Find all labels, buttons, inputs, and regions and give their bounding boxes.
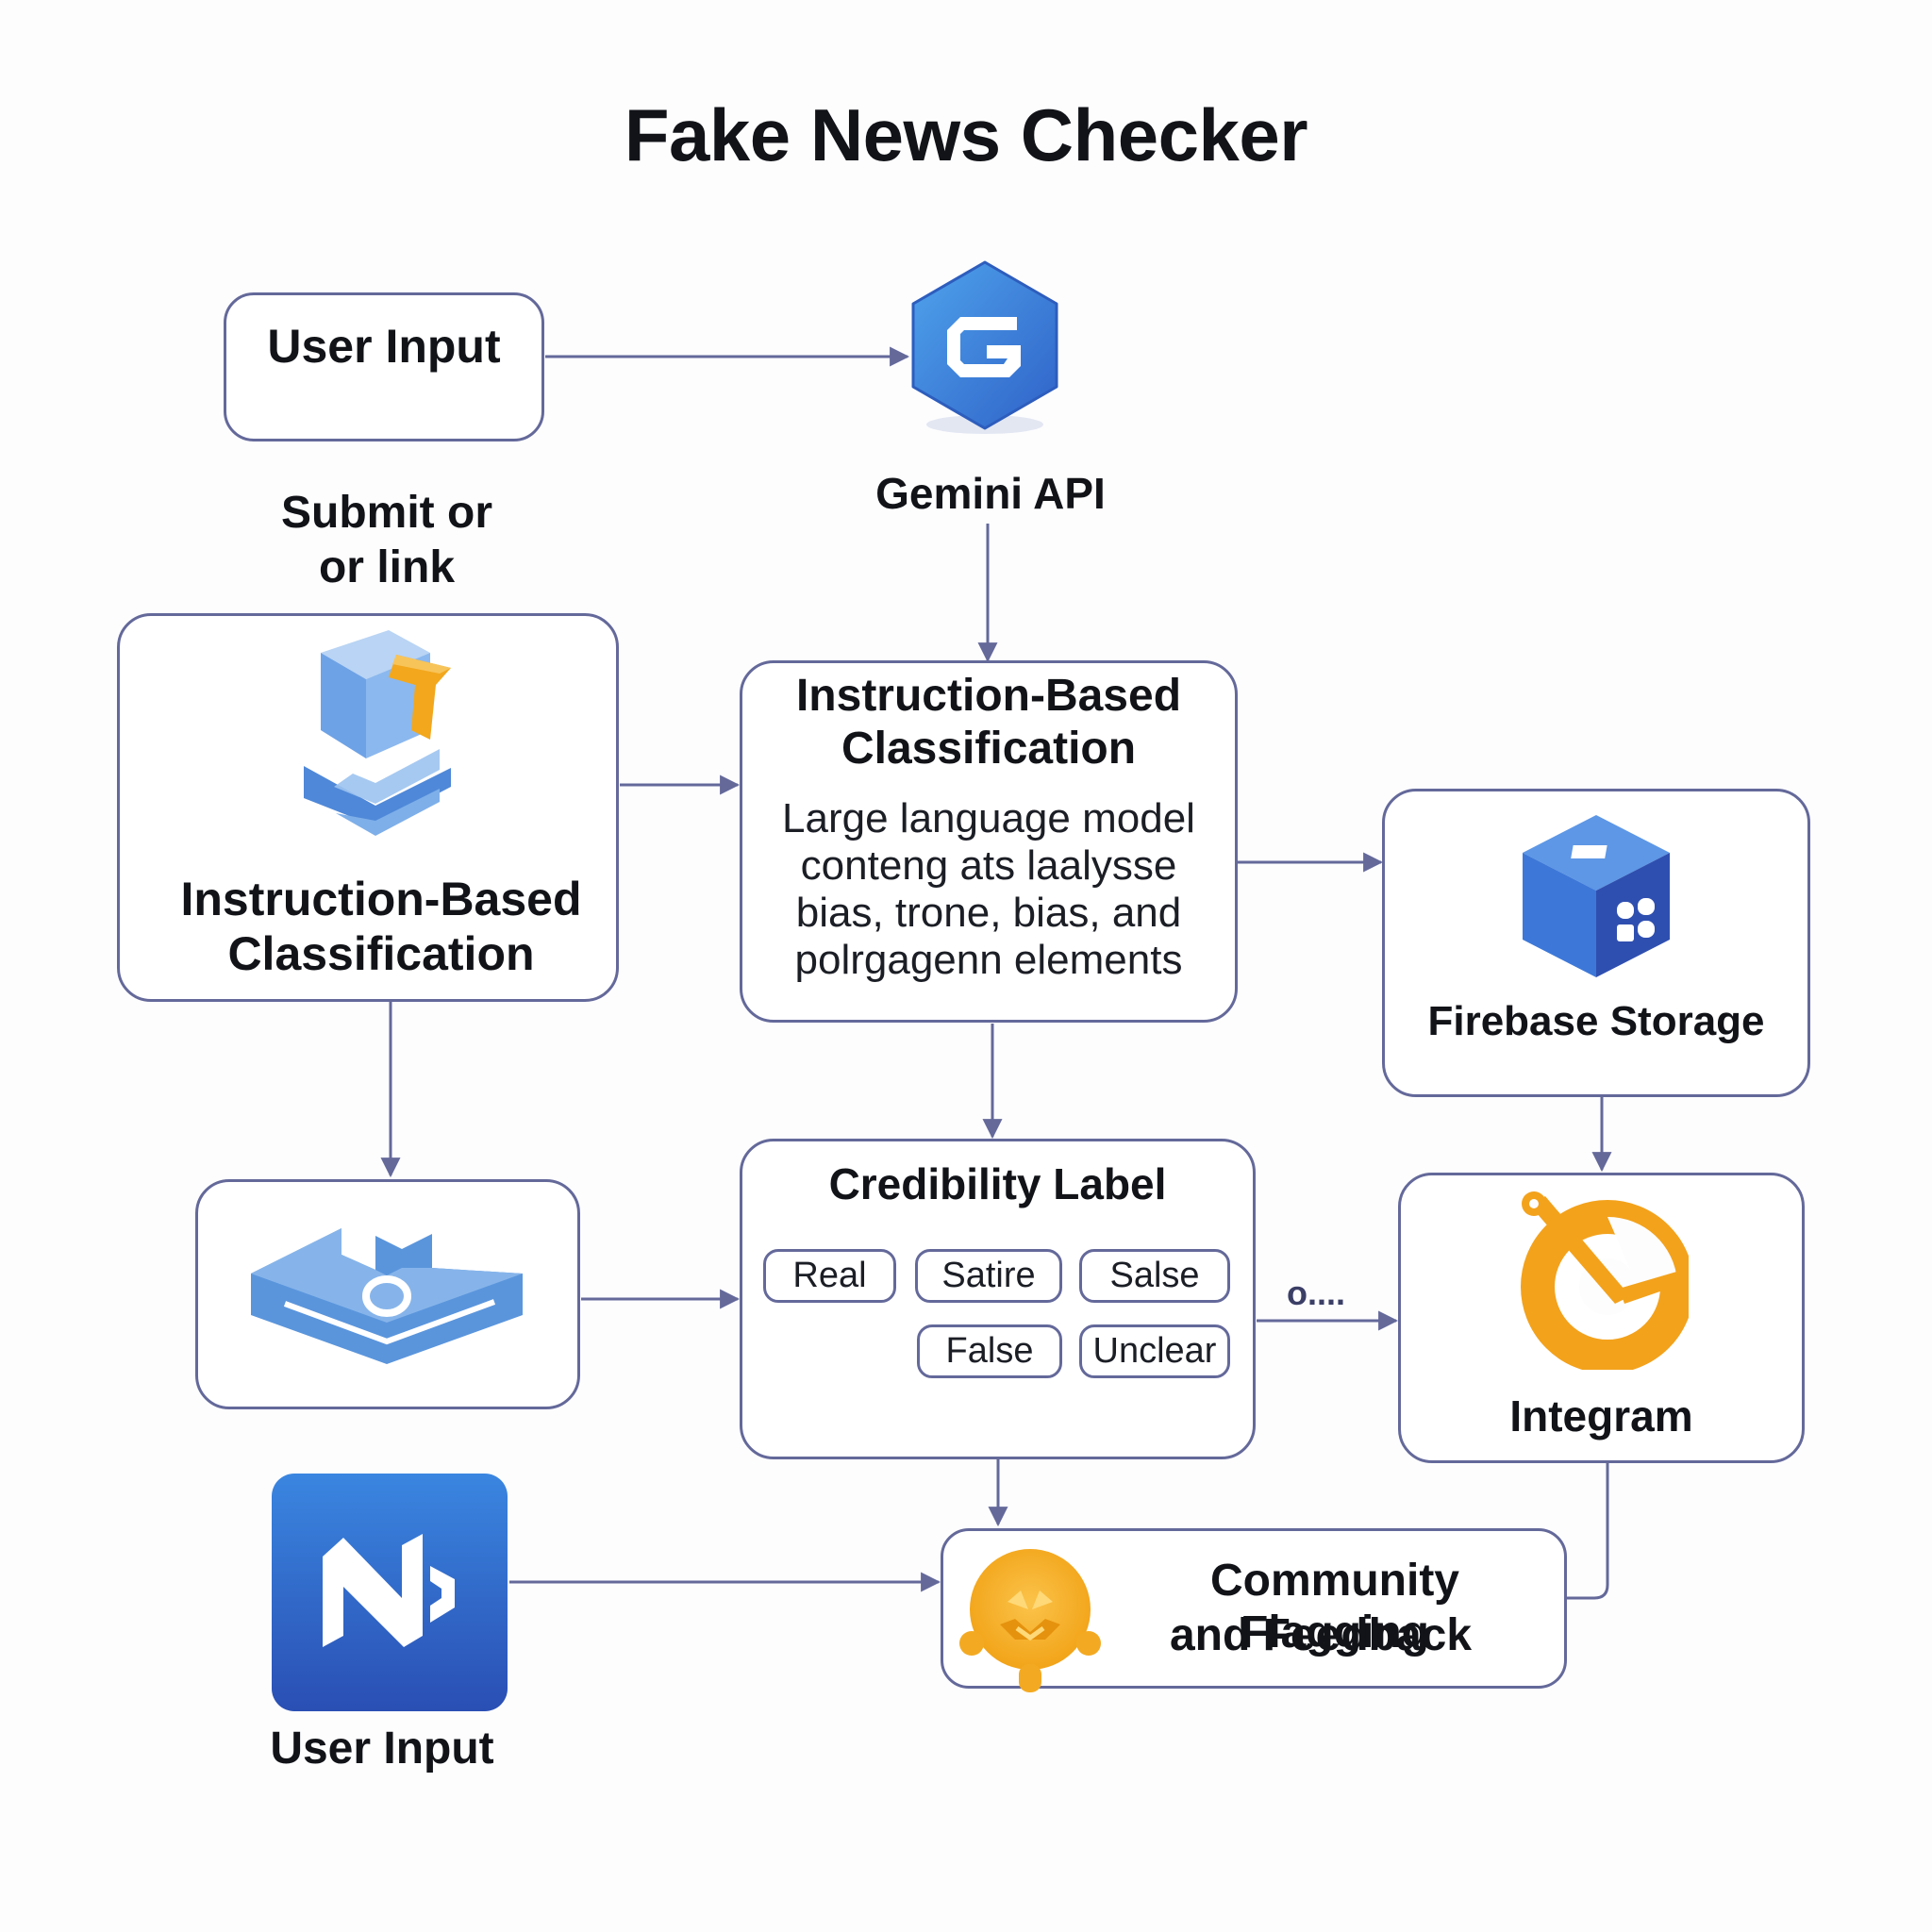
credibility-label-title: Credibility Label [828,1159,1167,1208]
document-tray-icon [247,1217,528,1368]
center-classification-line1: Instruction-Based [795,671,1182,721]
center-classification-box [740,660,1238,1023]
storage-cube-icon [1519,811,1674,981]
community-flagging-line2: and Feedback [1169,1610,1473,1660]
connector-note: o.... [1287,1274,1345,1312]
integram-label: Integram [1509,1391,1693,1441]
user-input-label: User Input [267,320,501,373]
credibility-tag-satire[interactable]: Satire [915,1249,1062,1303]
firebase-storage-label: Firebase Storage [1427,998,1765,1044]
center-classification-desc-4: polrgagenn elements [794,937,1183,983]
submit-note-line1: Submit or [281,488,492,538]
gemini-hexagon-icon [904,258,1066,438]
credibility-tag-false[interactable]: False [917,1324,1062,1378]
user-input-box [224,292,544,441]
community-flagging-line1: Community Flagging [1210,1556,1459,1657]
gemini-label: Gemini API [875,469,1106,518]
credibility-tag-real[interactable]: Real [763,1249,896,1303]
cube-arrow-icon [298,626,458,840]
credibility-tag-salse[interactable]: Salse [1079,1249,1230,1303]
center-classification-desc-1: Large language model [782,795,1195,841]
center-classification-line2: Classification [841,724,1137,774]
submit-note-line2: or link [318,542,456,592]
community-badge-icon [955,1534,1106,1696]
center-classification-desc-3: bias, trone, bias, and [795,890,1182,936]
orange-ring-icon [1513,1191,1694,1374]
left-classification-line2: Classification [227,927,535,980]
app-n-icon [272,1474,508,1711]
line-integram-to-community [1566,1462,1609,1600]
credibility-tag-unclear[interactable]: Unclear [1079,1324,1230,1378]
center-classification-desc-2: conteng ats laalysse [800,842,1177,889]
left-classification-line1: Instruction-Based [180,873,582,925]
user-input-bottom-label: User Input [270,1724,494,1774]
page-title: Fake News Checker [624,93,1308,176]
